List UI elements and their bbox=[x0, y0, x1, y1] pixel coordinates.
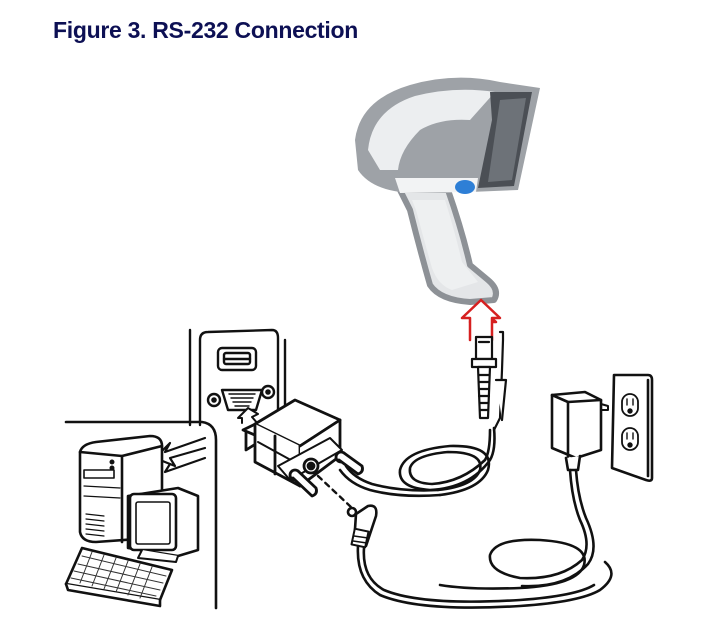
barcode-scanner-icon bbox=[355, 77, 540, 305]
power-adapter-icon bbox=[438, 390, 609, 590]
power-jack-icon bbox=[346, 504, 613, 609]
rj45-connector-icon bbox=[470, 330, 508, 432]
desktop-computer-icon bbox=[64, 420, 218, 610]
scanner-cable bbox=[338, 426, 496, 498]
wall-outlet-icon bbox=[610, 373, 654, 482]
computer-rear-panel-icon bbox=[188, 328, 287, 427]
trigger-icon bbox=[455, 180, 475, 194]
up-arrow-icon bbox=[460, 298, 502, 342]
figure-title: Figure 3. RS-232 Connection bbox=[53, 17, 359, 43]
db9-connector-icon bbox=[241, 398, 364, 510]
